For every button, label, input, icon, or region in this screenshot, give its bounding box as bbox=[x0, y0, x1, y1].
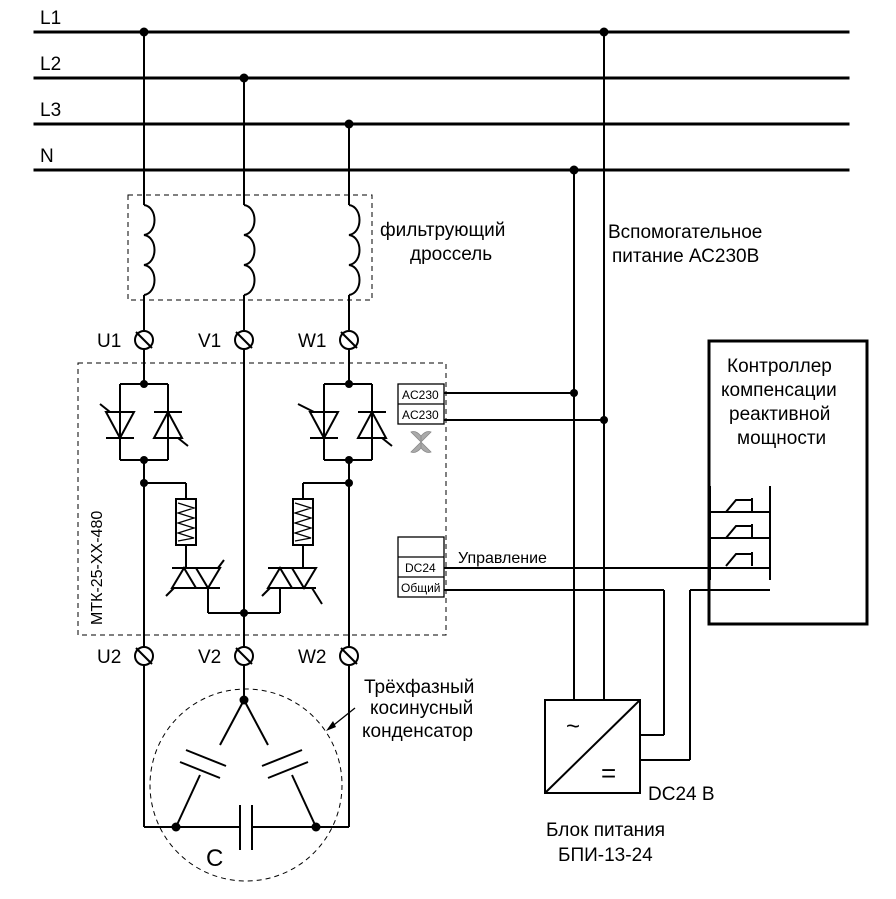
capacitor-label-line3: конденсатор bbox=[362, 721, 473, 742]
capacitor-label-line1: Трёхфазный bbox=[364, 677, 474, 698]
controller-box bbox=[707, 339, 869, 626]
choke-label-line2: дроссель bbox=[410, 244, 492, 265]
module-terminal-block-dc: DC24 Общий bbox=[397, 536, 445, 598]
controller-label-line1: Контроллер bbox=[727, 356, 832, 377]
psu-output-label: DC24 В bbox=[648, 784, 715, 805]
aux-power-label-line2: питание АС230В bbox=[612, 246, 759, 267]
wires-choke-to-terminals bbox=[143, 295, 350, 330]
control-wiring: Управление bbox=[444, 550, 770, 761]
thyristor-pair-u bbox=[99, 349, 189, 464]
module-name-label: МТК-25-ХХ-480 bbox=[89, 511, 106, 625]
module-dashed-box bbox=[77, 362, 447, 636]
terminal-label-w1: W1 bbox=[298, 331, 327, 352]
aux-power-wiring: Вспомогательное питание АС230В bbox=[444, 32, 762, 700]
choke-coil-v bbox=[243, 204, 256, 296]
module-label-ac230-b: AC230 bbox=[402, 408, 439, 422]
psu-box bbox=[544, 699, 641, 794]
controller: Контроллер компенсации реактивной мощнос… bbox=[707, 339, 869, 626]
bus-bars: L1 L2 L3 N bbox=[33, 8, 850, 172]
controller-label-line4: мощности bbox=[737, 428, 826, 449]
bus-label-n: N bbox=[40, 146, 54, 167]
terminal-label-v2: V2 bbox=[198, 647, 221, 668]
psu-ac-symbol: ~ bbox=[566, 713, 580, 740]
choke-label-line1: фильтрующий bbox=[380, 220, 505, 241]
module-label-dc24: DC24 bbox=[405, 561, 436, 575]
terminal-label-v1: V1 bbox=[198, 331, 221, 352]
phase-conductors-top bbox=[143, 32, 350, 205]
input-terminals: U1 V1 W1 bbox=[97, 330, 359, 352]
choke-dashed-box bbox=[127, 194, 373, 301]
capacitor-label-line2: косинусный bbox=[370, 698, 473, 719]
bus-label-l3: L3 bbox=[40, 100, 61, 121]
terminal-label-u2: U2 bbox=[97, 647, 121, 668]
controller-label-line3: реактивной bbox=[729, 404, 830, 425]
capacitor-boundary bbox=[149, 688, 343, 882]
fan-icon bbox=[410, 431, 432, 453]
terminal-v1: V1 bbox=[198, 330, 254, 352]
psu-label-line2: БПИ-13-24 bbox=[558, 845, 653, 866]
terminal-v2: V2 bbox=[198, 646, 254, 668]
thyristor-module: МТК-25-ХХ-480 bbox=[77, 349, 447, 647]
bus-junctions bbox=[139, 27, 609, 175]
control-label: Управление bbox=[458, 550, 547, 567]
filter-choke: фильтрующий дроссель bbox=[127, 194, 505, 301]
output-terminals: U2 V2 W2 bbox=[97, 646, 359, 668]
terminal-w1: W1 bbox=[298, 330, 359, 352]
psu-dc-symbol: = bbox=[601, 758, 616, 788]
terminal-u2: U2 bbox=[97, 646, 154, 668]
terminal-u1: U1 bbox=[97, 330, 154, 352]
controller-label-line2: компенсации bbox=[721, 380, 837, 401]
psu-label-line1: Блок питания bbox=[546, 820, 665, 841]
terminal-label-u1: U1 bbox=[97, 331, 121, 352]
relay-contacts bbox=[709, 486, 771, 580]
terminal-label-w2: W2 bbox=[298, 647, 327, 668]
power-supply: ~ = DC24 В Блок питания БПИ-13-24 bbox=[544, 699, 715, 866]
choke-coil-w bbox=[348, 204, 361, 296]
aux-power-label-line1: Вспомогательное bbox=[608, 222, 762, 243]
thyristor-pair-w bbox=[297, 349, 393, 464]
terminal-w2: W2 bbox=[298, 646, 359, 668]
snubber-w bbox=[244, 460, 353, 647]
module-terminal-block-ac: AC230 AC230 bbox=[397, 383, 445, 425]
capacitor-symbol-label: C bbox=[206, 845, 223, 872]
capacitor-bank: C Трёхфазный косинусный конденсатор bbox=[143, 665, 474, 882]
snubber-u bbox=[140, 460, 244, 647]
module-label-common: Общий bbox=[401, 581, 441, 595]
junction-v-module bbox=[240, 609, 248, 617]
choke-coil-u bbox=[143, 204, 156, 296]
module-label-ac230-a: AC230 bbox=[402, 388, 439, 402]
bus-label-l2: L2 bbox=[40, 54, 61, 75]
bus-label-l1: L1 bbox=[40, 8, 61, 29]
